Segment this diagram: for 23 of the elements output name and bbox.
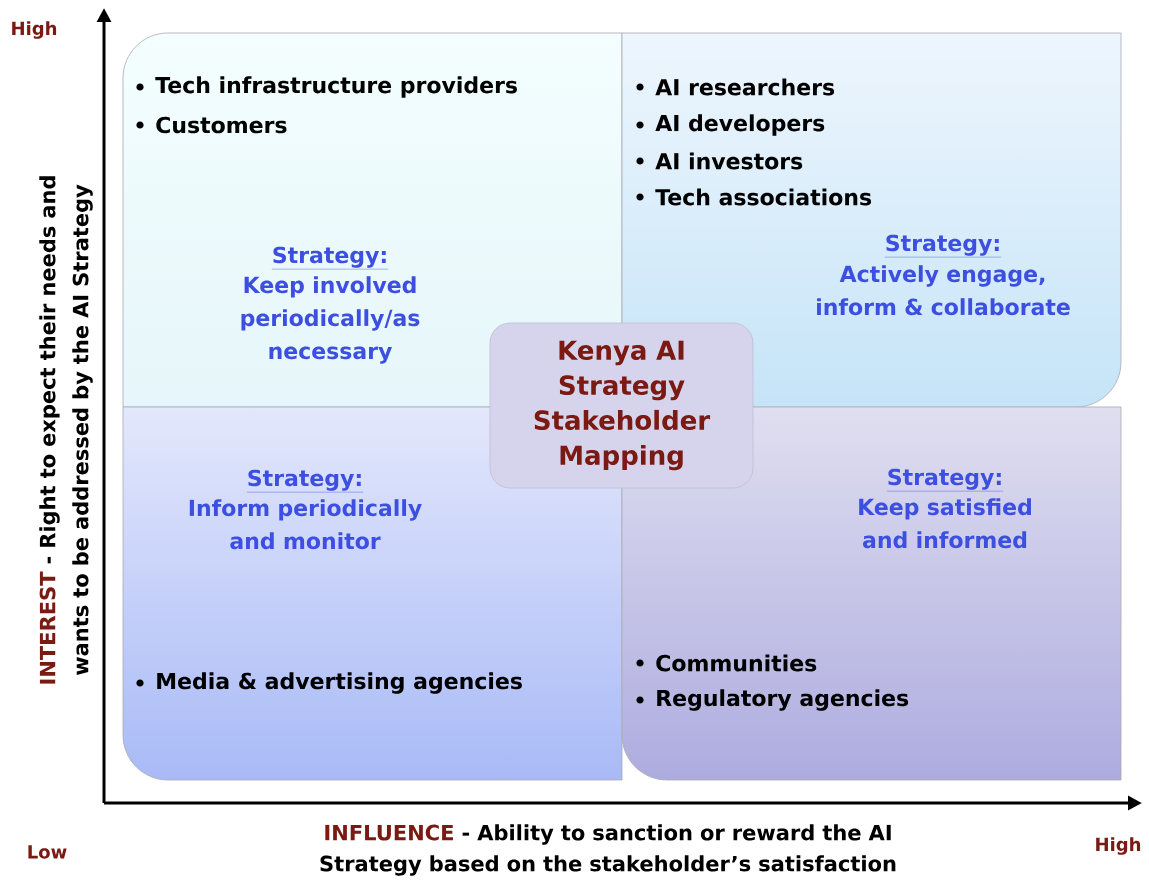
list-item: Tech infrastructure providers xyxy=(136,76,517,98)
list-item: AI investors xyxy=(636,152,803,170)
list-item: Regulatory agencies xyxy=(636,689,909,711)
strategy-heading: Strategy: xyxy=(271,246,389,270)
strategy-text: Keep involved periodically/as necessary xyxy=(241,276,420,364)
strategy-heading: Strategy: xyxy=(246,469,364,493)
list-item: Media & advertising agencies xyxy=(136,672,522,694)
list-item: Communities xyxy=(636,654,817,672)
list-item: Tech associations xyxy=(636,188,872,206)
title-box: Kenya AI Strategy Stakeholder Mapping xyxy=(489,322,754,489)
list-item: Customers xyxy=(136,116,287,134)
strategy-heading: Strategy: xyxy=(886,468,1004,492)
axis-title: INTEREST - Right to expect their needs and wants to be addressed by the AI Strategy xyxy=(39,176,93,684)
axis-end-label: High xyxy=(12,21,57,39)
strategy-text: Keep satisfied and informed xyxy=(859,498,1031,549)
list-item: AI developers xyxy=(636,114,825,136)
axis-end-label: Low xyxy=(28,845,67,859)
strategy-text: Actively engage, inform & collaborate xyxy=(817,265,1070,316)
list-item: AI researchers xyxy=(636,78,835,96)
strategy-text: Inform periodically and monitor xyxy=(189,499,422,550)
axis-end-label: High xyxy=(1096,837,1141,855)
axis-title: INFLUENCE - Ability to sanction or reward the AI Strategy based on the stakeholder’s satisfaction xyxy=(320,824,896,876)
strategy-heading: Strategy: xyxy=(884,234,1002,258)
